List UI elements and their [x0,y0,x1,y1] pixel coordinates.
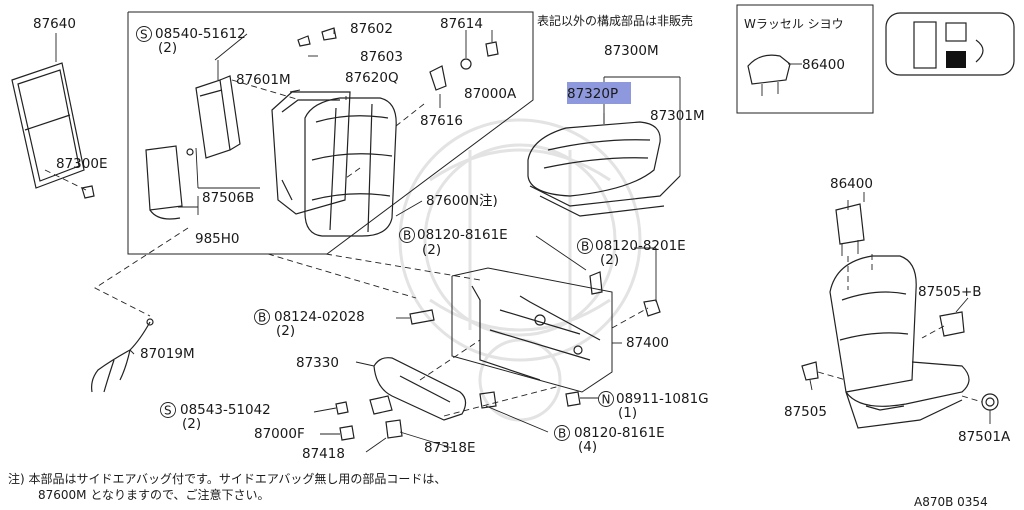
label-87505B: 87505+B [918,284,982,300]
part-87300E-clip [44,169,95,199]
label-08543-51042: 08543-51042 [180,402,271,418]
part-airbag-module [195,75,241,159]
header-note: 表記以外の構成部品は非販売 [537,13,693,28]
variant-box-title: Wラッセル シヨウ [744,17,844,31]
variant-box-part-label: 86400 [802,57,845,73]
svg-text:B: B [258,311,266,325]
svg-text:B: B [558,427,566,441]
small-fasteners [297,27,499,91]
label-08124-02028: 08124-02028 [274,309,365,325]
label-87300M: 87300M [604,43,659,59]
label-87418: 87418 [302,446,345,462]
label-87505: 87505 [784,404,827,420]
label-08120-8201E-qty: (2) [600,252,619,268]
part-87400-rails [451,267,613,393]
part-87330-cover [373,357,467,421]
svg-text:S: S [164,404,172,418]
label-08911-qty: (1) [618,405,637,421]
svg-text:B: B [403,229,411,243]
part-87506B-unit [145,145,194,220]
label-87300E: 87300E [56,156,107,172]
label-87000A: 87000A [464,86,517,102]
label-08120-8201E: 08120-8201E [595,238,686,254]
label-87620Q: 87620Q [345,70,399,86]
label-08120-8161E-a: 08120-8161E [417,227,508,243]
label-87320P: 87320P [567,86,618,102]
diagram-code: A870B 0354 [914,495,988,509]
label-87400: 87400 [626,335,669,351]
prefix-markers: S B B B S N B [136,26,614,441]
label-86400: 86400 [830,176,873,192]
part-labels: 87640 08540-51612 (2) 87602 87614 87603 … [33,16,1011,462]
part-87620Q-cushion [304,97,397,237]
label-87616: 87616 [420,113,463,129]
label-87506B: 87506B [202,190,254,206]
dashed-connections [94,79,983,417]
footnote-line-2: 87600M となりますので、ご注意下さい。 [38,487,270,502]
label-87602: 87602 [350,21,393,37]
label-87601M: 87601M [236,72,291,88]
label-87600N: 87600N注) [426,193,498,209]
label-08540-qty: (2) [158,40,177,56]
label-08120-8161E-a-qty: (2) [422,242,441,258]
label-08540-51612: 08540-51612 [155,26,246,42]
complete-seat-illustration [829,200,970,429]
label-87614: 87614 [440,16,483,32]
label-87019M: 87019M [140,346,195,362]
label-08120-8161E-b-qty: (4) [578,439,597,455]
car-position-icon [885,12,1015,76]
label-87000F: 87000F [254,426,305,442]
part-87640-board [11,33,85,189]
svg-text:B: B [581,240,589,254]
label-87640: 87640 [33,16,76,32]
svg-text:N: N [602,393,611,407]
label-08543-qty: (2) [182,416,201,432]
part-87019M-harness [91,318,154,393]
leader-lines [129,28,991,453]
label-08911-1081G: 08911-1081G [616,391,709,407]
label-87330: 87330 [296,355,339,371]
label-985H0: 985H0 [195,231,240,247]
label-87301M: 87301M [650,108,705,124]
label-08120-8161E-b: 08120-8161E [574,425,665,441]
label-87603: 87603 [360,49,403,65]
svg-text:S: S [140,28,148,42]
seatback-group-frame [127,11,534,255]
footnote-line-1: 注) 本部品はサイドエアバッグ付です。サイドエアバッグ無し用の部品コードは、 [8,471,446,486]
bolts-and-knobs [335,271,661,441]
highlight-87320P [567,82,631,104]
label-87501A: 87501A [958,429,1011,445]
label-08124-qty: (2) [276,323,295,339]
variant-box [736,4,874,114]
label-87318E: 87318E [424,440,475,456]
